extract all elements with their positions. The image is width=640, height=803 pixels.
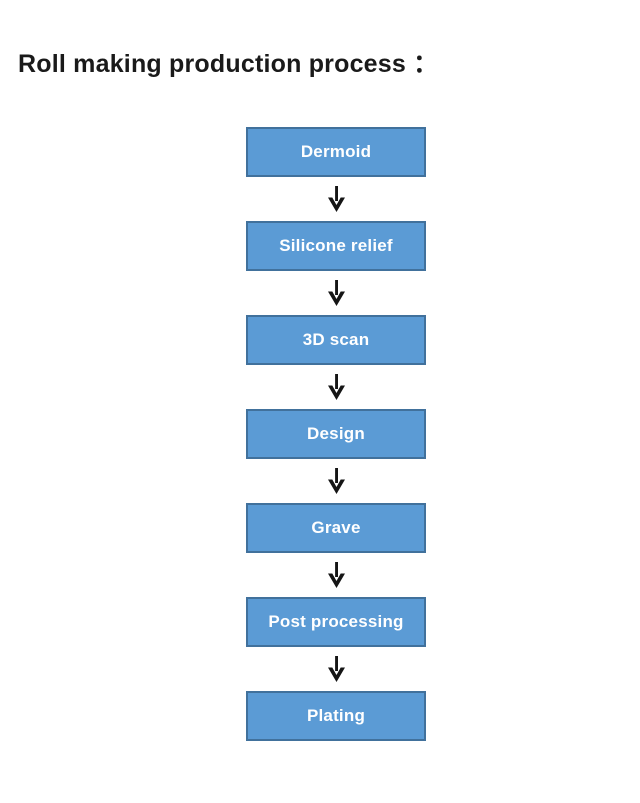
process-step-label: Grave xyxy=(311,518,361,537)
process-step-box: Post processing xyxy=(246,597,426,647)
process-step-label: Dermoid xyxy=(300,142,372,161)
process-step-label: Plating xyxy=(306,706,366,725)
down-arrow-icon xyxy=(326,459,347,503)
process-step-box: Silicone relief xyxy=(246,221,426,271)
flowchart-step: 3D scan xyxy=(246,315,426,409)
flowchart: Dermoid Silicone relief 3D scan xyxy=(246,127,426,741)
down-arrow-icon xyxy=(326,647,347,691)
process-step-box: Plating xyxy=(246,691,426,741)
down-arrow-icon xyxy=(326,553,347,597)
flowchart-step: Design xyxy=(246,409,426,503)
down-arrow-icon xyxy=(326,271,347,315)
flowchart-step: Grave xyxy=(246,503,426,597)
process-step-box: Design xyxy=(246,409,426,459)
process-step-label: Post processing xyxy=(268,612,404,631)
flowchart-step: Plating xyxy=(246,691,426,741)
process-step-box: 3D scan xyxy=(246,315,426,365)
flowchart-step: Post processing xyxy=(246,597,426,691)
flowchart-step: Dermoid xyxy=(246,127,426,221)
process-step-label: 3D scan xyxy=(302,330,370,349)
page-title: Roll making production process ： xyxy=(18,50,439,78)
down-arrow-icon xyxy=(326,365,347,409)
process-step-box: Grave xyxy=(246,503,426,553)
process-step-label: Design xyxy=(307,424,365,443)
process-step-label: Silicone relief xyxy=(279,236,393,255)
down-arrow-icon xyxy=(326,177,347,221)
process-step-box: Dermoid xyxy=(246,127,426,177)
flowchart-step: Silicone relief xyxy=(246,221,426,315)
